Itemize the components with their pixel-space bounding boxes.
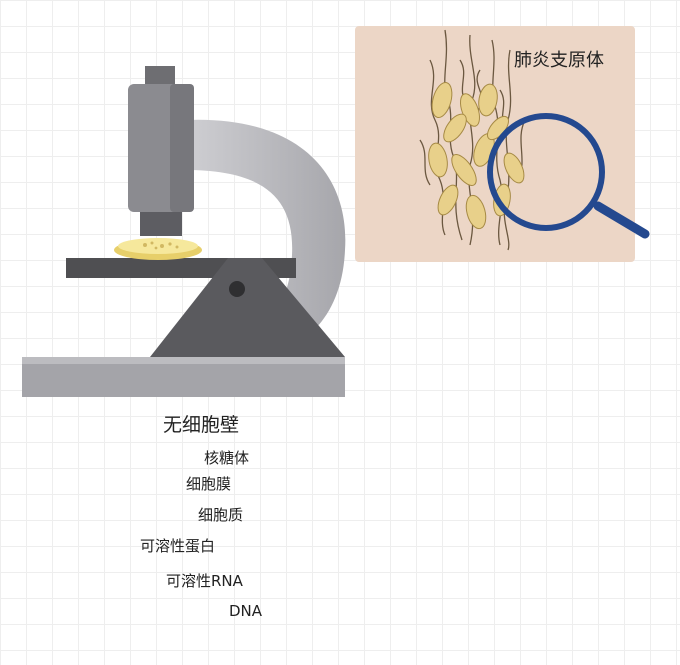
- label-soluble-protein: 可溶性蛋白: [140, 537, 216, 555]
- label-cytoplasm: 细胞质: [198, 506, 244, 524]
- label-nucleoid: 核糖体: [204, 449, 250, 467]
- label-membrane: 细胞膜: [186, 475, 232, 493]
- microscope-eyepiece: [145, 66, 175, 84]
- mycoplasma-panel: [355, 26, 650, 262]
- magnifier-icon: [487, 113, 650, 239]
- cell-heading: 无细胞壁: [163, 414, 240, 436]
- organism-label: 肺炎支原体: [514, 50, 604, 71]
- label-dna: DNA: [229, 602, 263, 620]
- microscope-arm: [185, 119, 346, 358]
- microscope-objective: [140, 212, 182, 236]
- microscope-knob: [229, 281, 245, 297]
- microscope: [22, 66, 346, 397]
- bacteria-cells: [428, 81, 525, 230]
- microscope-pillar: [150, 258, 345, 357]
- label-soluble-rna: 可溶性RNA: [166, 572, 243, 590]
